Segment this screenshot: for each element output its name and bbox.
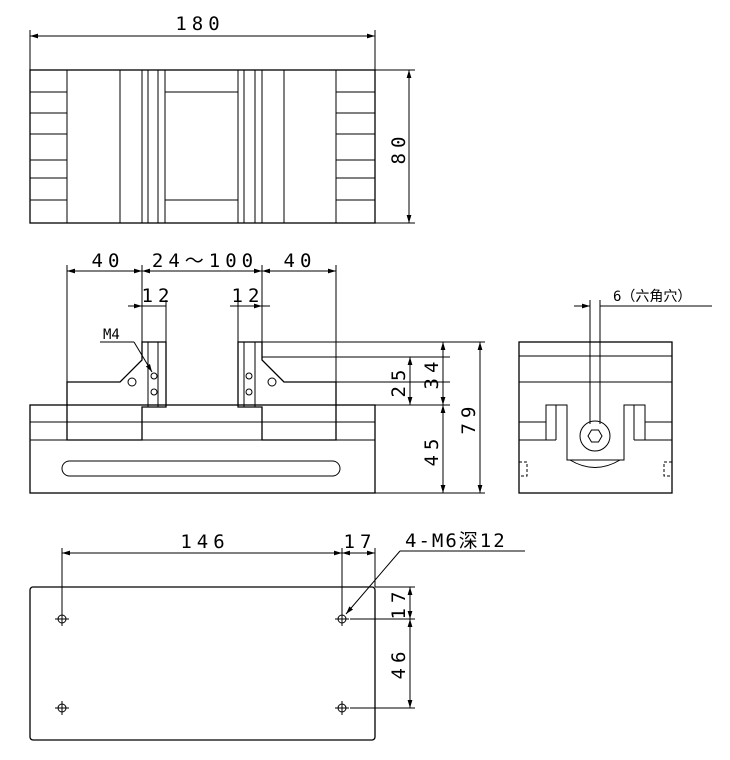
dim-groove-left-label: 12 [142,285,175,307]
dim-opening-label: 24～100 [152,250,258,272]
front-view: 40 24～100 40 12 12 M4 25 34 45 79 [29,250,485,494]
dim-pitch-y-label: 46 [388,647,410,680]
dim-total-height-label: 79 [458,402,480,435]
dim-groove-right-label: 12 [232,285,265,307]
mounting-holes [55,612,349,715]
hex-socket-label: 6（六角穴） [613,289,691,305]
dim-depth-label: 80 [388,132,410,165]
dim-v-height-label: 25 [388,365,410,398]
side-view: 6（六角穴） [518,289,712,494]
dim-pitch-x-label: 146 [180,531,229,553]
dim-base-height-label: 45 [421,434,443,467]
bottom-view: 146 17 4-M6深12 17 46 [29,530,525,741]
thread-callout-label: M4 [103,327,120,343]
dim-jaw-height-label: 34 [421,357,443,390]
dim-width-label: 180 [175,13,224,35]
top-view: 180 80 [29,13,415,224]
tap-callout-label: 4-M6深12 [405,530,507,552]
dim-edge-y-label: 17 [388,587,410,620]
dim-edge-x-label: 17 [344,531,377,553]
dim-jaw-left-label: 40 [92,250,125,272]
dim-jaw-right-label: 40 [284,250,317,272]
